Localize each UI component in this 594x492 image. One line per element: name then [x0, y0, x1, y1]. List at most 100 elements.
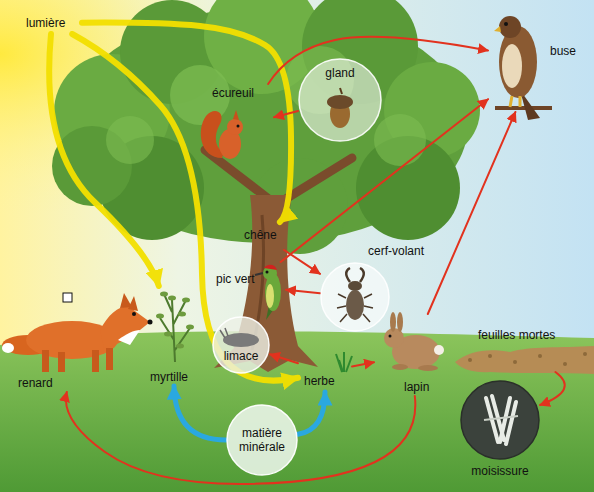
oak: chêne: [238, 222, 288, 250]
circle-outline: [320, 262, 390, 332]
dead-leaves-drawing: [538, 354, 542, 358]
fox-drawing: [128, 296, 138, 311]
light-arrow: [72, 34, 298, 381]
woodpecker-drawing: [266, 284, 274, 308]
buzzard-drawing: [504, 22, 508, 26]
circle-outline: [340, 88, 342, 94]
bilberry: myrtille: [146, 286, 200, 386]
woodpecker-drawing: [255, 273, 263, 275]
dead-leaves: feuilles mortes: [456, 326, 592, 372]
food-arrow: [428, 112, 516, 314]
oak-trunk: [214, 195, 318, 372]
circle-outline: [461, 381, 539, 459]
food-arrow: [270, 354, 298, 363]
woodpecker-drawing: [264, 265, 277, 270]
circle-outline: [220, 328, 228, 338]
fox-drawing: [106, 348, 113, 370]
fox-drawing: [2, 293, 153, 372]
node-label: limace: [224, 349, 259, 363]
circle-outline: [213, 317, 269, 373]
bilberry-drawing: [160, 294, 190, 362]
fox-drawing: [92, 350, 99, 372]
dead-leaves-drawing: [455, 346, 594, 374]
stag-beetle-circle: cerf-volant: [320, 262, 390, 332]
light-source: lumière: [22, 12, 82, 34]
food-arrow: [352, 362, 374, 366]
food-arrow: [274, 111, 298, 117]
buzzard-drawing: [499, 26, 537, 98]
food-arrow: [540, 372, 565, 405]
circle-outline: [346, 290, 364, 320]
buzzard-drawing: [495, 106, 552, 110]
slug-circle: limace: [212, 316, 270, 374]
rabbit-drawing: [392, 364, 408, 370]
nutrient-arrow: [174, 386, 226, 440]
dead-leaves-drawing: [563, 362, 567, 366]
buzzard-drawing: [510, 96, 520, 107]
mould-circle: moisissure: [460, 380, 540, 460]
rabbit-drawing: [434, 345, 444, 355]
oak-trunk: [205, 150, 270, 200]
circle-outline: [227, 405, 297, 475]
node-label: cerf-volant: [368, 244, 424, 258]
light-arrow: [49, 34, 159, 286]
fox: renard: [4, 292, 154, 392]
woodpecker: pic vert: [214, 262, 286, 310]
buzzard-drawing: [502, 44, 522, 88]
buzzard-drawing: [499, 16, 521, 38]
buzzard-drawing: [494, 26, 501, 32]
node-label: moisissure: [471, 464, 528, 478]
squirrel-drawing: [233, 110, 239, 120]
bilberry-drawing: [156, 292, 194, 363]
fox-drawing: [148, 320, 153, 325]
circle-outline: [348, 281, 362, 291]
node-label: chêne: [244, 228, 277, 242]
node-label: buse: [550, 44, 576, 58]
dead-leaves-drawing: [513, 360, 517, 364]
mineral-circle: matière minérale: [226, 404, 298, 476]
fox-drawing: [118, 330, 140, 345]
bilberry-drawing: [182, 298, 190, 303]
small-square: [63, 293, 72, 302]
circle-outline: [327, 95, 353, 109]
food-arrow: [286, 290, 320, 294]
fox-drawing: [2, 343, 14, 353]
oak-canopy: [106, 116, 154, 164]
squirrel: écureuil: [208, 84, 274, 168]
small-square: [63, 293, 72, 302]
node-label: gland: [325, 66, 354, 80]
grass: herbe: [298, 352, 352, 392]
node-label: lapin: [404, 380, 429, 394]
bilberry-drawing: [186, 325, 194, 330]
rabbit-drawing: [418, 365, 438, 371]
rabbit: lapin: [374, 314, 446, 396]
dead-leaves-drawing: [583, 352, 587, 356]
woodpecker-drawing: [255, 265, 281, 320]
circle-outline: [299, 59, 381, 141]
bilberry-drawing: [178, 312, 186, 317]
bilberry-drawing: [168, 296, 176, 301]
bilberry-drawing: [176, 344, 184, 349]
node-label: pic vert: [216, 272, 255, 286]
grass-drawing: [336, 352, 352, 372]
node-label: lumière: [26, 16, 65, 30]
node-label: renard: [18, 376, 53, 390]
buzzard-drawing: [494, 16, 552, 120]
bilberry-drawing: [160, 292, 168, 297]
squirrel-drawing: [227, 119, 243, 135]
nutrient-arrow: [298, 392, 325, 434]
bilberry-drawing: [164, 332, 172, 337]
node-label: myrtille: [150, 370, 188, 384]
circle-outline: [321, 263, 389, 331]
node-label: écureuil: [212, 86, 254, 100]
fox-drawing: [100, 306, 150, 348]
squirrel-drawing: [201, 110, 243, 159]
node-label: feuilles mortes: [478, 328, 555, 342]
buzzard: buse: [488, 8, 588, 112]
circle-outline: [484, 416, 518, 420]
circle-outline: [346, 268, 364, 282]
food-arrow: [268, 37, 488, 84]
oak-canopy: [374, 114, 426, 166]
fox-drawing: [42, 350, 49, 372]
fox-drawing: [58, 352, 65, 372]
